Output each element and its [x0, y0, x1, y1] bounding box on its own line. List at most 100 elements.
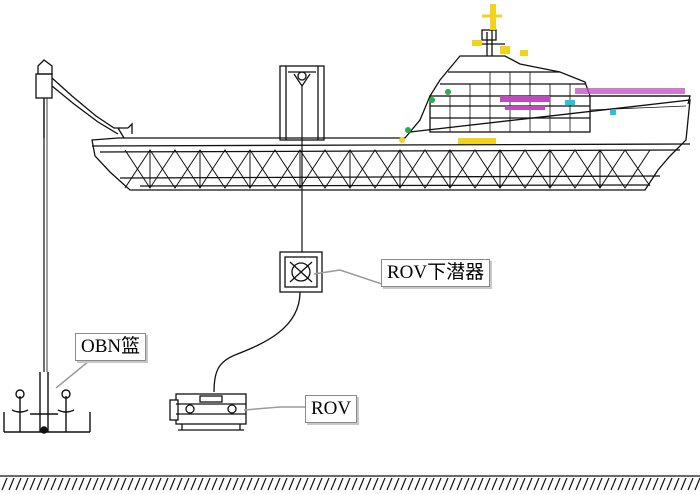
seabed-hatch: [302, 477, 309, 491]
seabed-hatch: [624, 477, 631, 491]
seabed-hatch: [288, 477, 295, 491]
seabed-hatch: [148, 477, 155, 491]
seabed-hatch: [386, 477, 393, 491]
rov-vehicle-icon: [169, 393, 247, 431]
seabed-hatch: [435, 477, 442, 491]
seabed-hatch: [36, 477, 43, 491]
seabed-hatch: [43, 477, 50, 491]
seabed-hatch: [533, 477, 540, 491]
seabed-hatch: [85, 477, 92, 491]
seabed-hatch: [540, 477, 547, 491]
seabed-hatch: [568, 477, 575, 491]
seabed-hatch: [666, 477, 673, 491]
seabed-hatch: [260, 477, 267, 491]
seabed-hatch: [554, 477, 561, 491]
seabed-hatch: [617, 477, 624, 491]
seabed-hatch: [120, 477, 127, 491]
seabed-hatch: [106, 477, 113, 491]
seabed-hatch: [575, 477, 582, 491]
seabed-hatch: [1, 477, 8, 491]
seabed-hatch: [470, 477, 477, 491]
seabed-hatch: [414, 477, 421, 491]
seabed-hatch: [274, 477, 281, 491]
seabed-hatch: [281, 477, 288, 491]
seabed-hatch: [645, 477, 652, 491]
seabed-hatch: [316, 477, 323, 491]
seabed-hatch: [421, 477, 428, 491]
seabed-hatch: [57, 477, 64, 491]
seabed-hatch: [477, 477, 484, 491]
seabed-hatch: [176, 477, 183, 491]
seabed-hatch: [596, 477, 603, 491]
crane-icon: [35, 59, 133, 139]
seabed-hatch: [463, 477, 470, 491]
seabed-icon: [0, 475, 700, 491]
seabed-hatch: [456, 477, 463, 491]
seabed-hatch: [379, 477, 386, 491]
seabed-hatch: [428, 477, 435, 491]
seabed-hatch: [295, 477, 302, 491]
seabed-hatch: [694, 477, 700, 491]
obn-basket-icon: [3, 372, 91, 434]
seabed-hatch: [610, 477, 617, 491]
seabed-hatch: [218, 477, 225, 491]
seabed-hatch: [358, 477, 365, 491]
seabed-hatch: [631, 477, 638, 491]
seabed-hatch: [393, 477, 400, 491]
seabed-hatch: [561, 477, 568, 491]
seabed-hatch: [652, 477, 659, 491]
tms-cage-icon: [279, 251, 323, 293]
vessel-icon: [91, 8, 691, 191]
seabed-hatch: [330, 477, 337, 491]
seabed-hatch: [71, 477, 78, 491]
seabed-hatch: [204, 477, 211, 491]
seabed-hatch: [141, 477, 148, 491]
seabed-hatch: [673, 477, 680, 491]
seabed-hatch: [197, 477, 204, 491]
seabed-hatch: [680, 477, 687, 491]
seabed-hatch: [659, 477, 666, 491]
seabed-hatch: [449, 477, 456, 491]
seabed-hatch: [134, 477, 141, 491]
seabed-hatch: [582, 477, 589, 491]
seabed-hatch: [589, 477, 596, 491]
tether-cable: [213, 291, 301, 393]
seabed-hatch: [50, 477, 57, 491]
vessel-accents: [399, 4, 685, 144]
seabed-hatch: [253, 477, 260, 491]
seabed-hatch: [113, 477, 120, 491]
seabed-hatch: [211, 477, 218, 491]
seabed-hatch: [323, 477, 330, 491]
seabed-hatch: [372, 477, 379, 491]
seabed-hatch: [505, 477, 512, 491]
seabed-hatch: [190, 477, 197, 491]
seabed-hatch: [351, 477, 358, 491]
seabed-hatch: [442, 477, 449, 491]
seabed-hatch: [29, 477, 36, 491]
seabed-hatch: [547, 477, 554, 491]
obn-basket-label: OBN篮: [75, 333, 147, 361]
seabed-hatch: [484, 477, 491, 491]
seabed-hatch: [519, 477, 526, 491]
rov-launcher-label: ROV下潜器: [381, 259, 491, 287]
seabed-hatch: [512, 477, 519, 491]
seabed-hatch: [225, 477, 232, 491]
seabed-hatch: [169, 477, 176, 491]
seabed-hatch: [491, 477, 498, 491]
seabed-hatch: [155, 477, 162, 491]
seabed-hatch: [232, 477, 239, 491]
seabed-hatch: [162, 477, 169, 491]
seabed-hatch: [99, 477, 106, 491]
seabed-hatch: [183, 477, 190, 491]
seabed-hatch: [344, 477, 351, 491]
seabed-hatch: [64, 477, 71, 491]
seabed-hatch: [498, 477, 505, 491]
seabed-hatch: [78, 477, 85, 491]
seabed-hatch: [246, 477, 253, 491]
seabed-hatch: [603, 477, 610, 491]
seabed-hatch: [337, 477, 344, 491]
seabed-hatch: [526, 477, 533, 491]
seabed-hatch: [15, 477, 22, 491]
seabed-hatch: [687, 477, 694, 491]
